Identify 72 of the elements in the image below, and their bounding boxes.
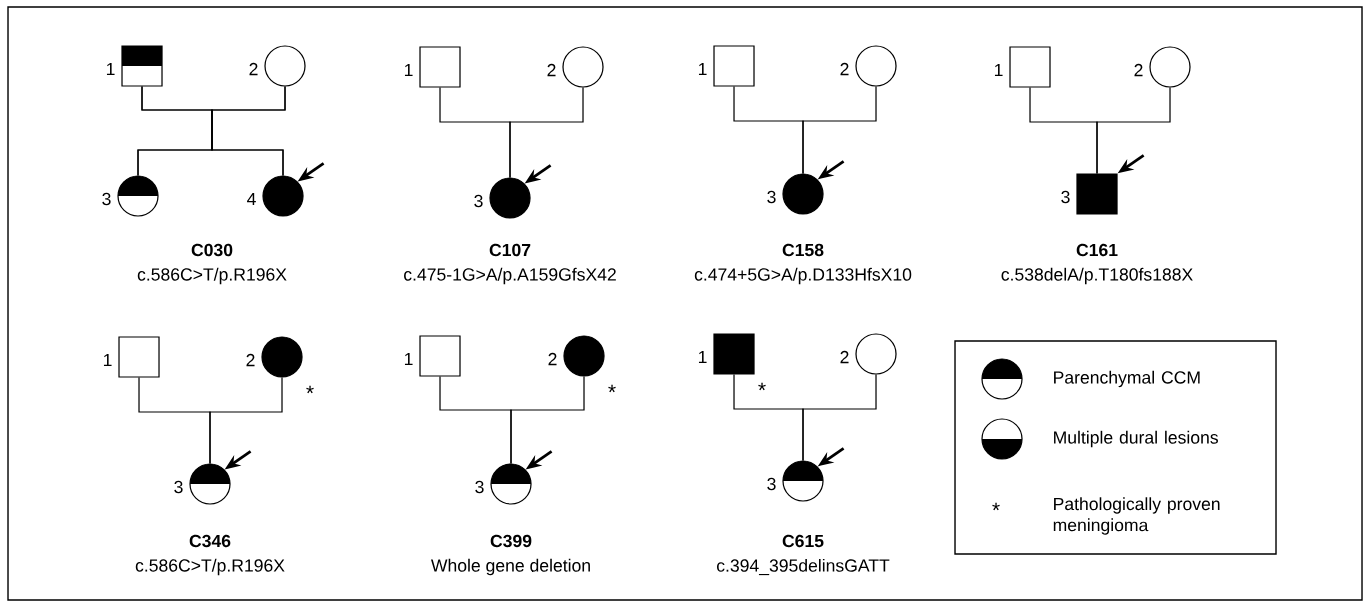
individual-number: 2 [840, 62, 849, 76]
individual-number: 2 [249, 62, 258, 76]
individual-number: 3 [102, 192, 111, 206]
individual-number: 3 [174, 480, 183, 494]
individual-number: 2 [548, 352, 557, 366]
asterisk-mark: * [608, 384, 616, 393]
mutation-label: c.586C>T/p.R196X [135, 558, 285, 576]
pedigree-square [713, 45, 755, 87]
family-id: C615 [782, 534, 824, 548]
pedigree-square [118, 336, 160, 378]
individual-number: 1 [404, 63, 413, 77]
pedigree-circle [262, 175, 304, 217]
pedigree-circle [489, 177, 531, 219]
pedigree-square [1076, 173, 1118, 215]
family-id: C399 [490, 534, 532, 548]
individual-number: 1 [404, 352, 413, 366]
pedigree-line [209, 377, 283, 464]
individual-number: 1 [994, 63, 1003, 77]
pedigree-square [419, 46, 461, 88]
individual-number: 2 [547, 63, 556, 77]
legend-text: Pathologically proven meningioma [1053, 497, 1220, 535]
mutation-label: c.475-1G>A/p.A159GfsX42 [404, 267, 616, 285]
individual-number: 2 [840, 350, 849, 364]
pedigree-line [1096, 87, 1171, 174]
pedigree-square [419, 335, 461, 377]
pedigree-line [510, 376, 585, 464]
pedigree-line [211, 86, 286, 176]
pedigree-circle [189, 463, 231, 505]
family-id: C107 [489, 243, 531, 257]
pedigree-square [1009, 46, 1051, 88]
pedigree-line [802, 86, 877, 174]
asterisk-mark: * [306, 385, 314, 394]
pedigree-square [121, 45, 163, 87]
asterisk-mark: * [758, 382, 766, 391]
family-id: C161 [1076, 243, 1118, 257]
individual-number: 1 [106, 62, 115, 76]
pedigree-circle [855, 333, 897, 375]
legend-text: Multiple dural lesions [1054, 430, 1218, 448]
pedigree-circle [117, 175, 159, 217]
pedigree-line [509, 87, 584, 178]
mutation-label: c.538delA/p.T180fs188X [1001, 267, 1193, 285]
mutation-label: c.394_395delinsGATT [717, 558, 890, 576]
individual-number: 2 [246, 353, 255, 367]
individual-number: 4 [247, 192, 256, 206]
pedigree-circle [264, 45, 306, 87]
family-id: C158 [782, 243, 824, 257]
family-id: C030 [191, 243, 233, 257]
individual-number: 3 [767, 477, 776, 491]
pedigree-circle [562, 46, 604, 88]
mutation-label: c.586C>T/p.R196X [137, 267, 287, 285]
pedigree-circle [782, 460, 824, 502]
pedigree-square [713, 333, 755, 375]
pedigree-circle [1149, 46, 1191, 88]
pedigree-circle [782, 173, 824, 215]
mutation-label: Whole gene deletion [431, 558, 590, 576]
pedigree-circle [490, 463, 532, 505]
individual-number: 1 [698, 62, 707, 76]
legend-text: Parenchymal CCM [1054, 370, 1200, 388]
pedigree-circle [261, 336, 303, 378]
family-id: C346 [189, 534, 231, 548]
individual-number: 3 [1061, 190, 1070, 204]
individual-number: 2 [1134, 63, 1143, 77]
pedigree-circle [563, 335, 605, 377]
mutation-label: c.474+5G>A/p.D133HfsX10 [694, 267, 912, 285]
pedigree-line [802, 374, 877, 461]
individual-number: 1 [698, 350, 707, 364]
individual-number: 3 [767, 190, 776, 204]
individual-number: 3 [475, 480, 484, 494]
individual-number: 1 [103, 353, 112, 367]
individual-number: 3 [474, 194, 483, 208]
pedigree-circle [855, 45, 897, 87]
asterisk-mark: * [992, 502, 1000, 511]
